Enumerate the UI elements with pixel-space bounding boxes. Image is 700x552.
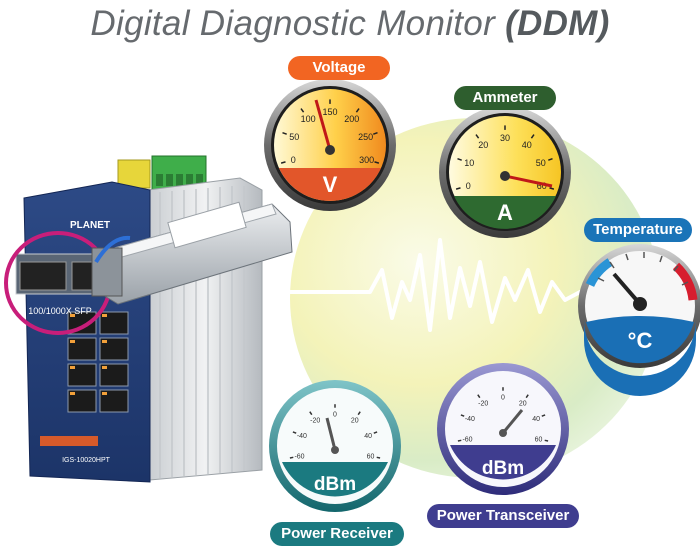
voltage-tick-mark — [373, 131, 378, 135]
transceiver-tick-mark — [477, 394, 481, 399]
receiver-tick-mark — [289, 456, 294, 459]
voltage-tick-label: 250 — [358, 132, 373, 142]
voltage-tick-label: 150 — [322, 107, 337, 117]
voltage-tick-label: 100 — [301, 114, 316, 124]
voltage-tick-label: 300 — [359, 155, 374, 165]
voltage-unit: V — [323, 172, 338, 197]
transceiver-tick-mark — [525, 394, 529, 399]
ammeter-tick-mark — [549, 187, 555, 190]
device-model: IGS-10020HPT — [62, 457, 111, 464]
power-transceiver-label: Power Transceiver — [427, 504, 579, 528]
ammeter-label: Ammeter — [454, 86, 556, 110]
receiver-unit: dBm — [314, 474, 356, 495]
transceiver-tick-mark — [457, 439, 462, 442]
transceiver-tick-label: 0 — [501, 394, 505, 401]
transceiver-unit: dBm — [482, 458, 524, 479]
ammeter-gauge: 0 10 20 30 40 50 60 A — [439, 106, 571, 238]
ammeter-tick-label: 30 — [500, 133, 510, 143]
transceiver-tick-label: -40 — [465, 416, 475, 423]
power-receiver-gauge: -60 -40 -20 0 20 40 60 dBm — [269, 380, 401, 512]
receiver-tick-mark — [357, 411, 361, 416]
industrial-switch — [4, 155, 263, 483]
receiver-tick-label: 20 — [351, 417, 359, 424]
sfp-module — [91, 201, 293, 305]
power-receiver-label: Power Receiver — [270, 522, 404, 546]
receiver-tick-label: -20 — [310, 417, 320, 424]
receiver-tick-mark — [292, 431, 297, 434]
ammeter-tick-label: 20 — [478, 140, 488, 150]
transceiver-tick-label: 20 — [519, 400, 527, 407]
page-title: Digital Diagnostic Monitor (DDM) — [0, 4, 700, 44]
ammeter-unit: A — [497, 200, 513, 225]
device-brand: PLANET — [70, 220, 110, 231]
voltage-tick-label: 50 — [289, 132, 299, 142]
ammeter-tick-label: 0 — [466, 181, 471, 191]
ammeter-tick-label: 50 — [536, 158, 546, 168]
sfp-port-label: 100/1000X SFP — [28, 306, 92, 316]
receiver-tick-label: 0 — [333, 411, 337, 418]
power-transceiver-gauge: -60 -40 -20 0 20 40 60 dBm — [437, 363, 569, 495]
voltage-tick-label: 0 — [291, 155, 296, 165]
voltage-tick-label: 200 — [344, 114, 359, 124]
transceiver-tick-label: 40 — [532, 416, 540, 423]
voltage-tick-mark — [374, 161, 380, 164]
voltage-label: Voltage — [288, 56, 390, 80]
transceiver-tick-label: 60 — [535, 437, 543, 444]
transceiver-tick-label: -20 — [478, 400, 488, 407]
ammeter-tick-mark — [475, 134, 480, 139]
ammeter-tick-label: 60 — [537, 181, 547, 191]
transceiver-tick-mark — [541, 414, 546, 417]
signal-wave — [285, 238, 640, 332]
voltage-tick-mark — [282, 131, 287, 135]
receiver-tick-mark — [373, 431, 378, 434]
title-accent: (DDM) — [505, 4, 610, 43]
ammeter-tick-mark — [455, 187, 461, 190]
voltage-tick-mark — [355, 108, 360, 113]
receiver-tick-label: 40 — [364, 433, 372, 440]
ammeter-tick-mark — [457, 157, 462, 161]
title-main: Digital Diagnostic Monitor — [90, 4, 506, 43]
ammeter-tick-label: 40 — [522, 140, 532, 150]
receiver-tick-label: -60 — [294, 454, 304, 461]
receiver-tick-label: 60 — [367, 454, 375, 461]
temperature-label: Temperature — [584, 218, 692, 242]
temperature-unit: °C — [628, 328, 653, 353]
receiver-tick-mark — [376, 456, 381, 459]
ammeter-tick-label: 10 — [464, 158, 474, 168]
temperature-gauge: °C — [578, 244, 700, 396]
transceiver-tick-label: -60 — [462, 437, 472, 444]
transceiver-tick-mark — [460, 414, 465, 417]
ammeter-tick-mark — [548, 157, 553, 161]
transceiver-tick-mark — [544, 439, 549, 442]
receiver-tick-mark — [309, 411, 313, 416]
voltage-tick-mark — [300, 108, 305, 113]
voltage-tick-mark — [280, 161, 286, 164]
receiver-tick-label: -40 — [297, 433, 307, 440]
ammeter-tick-mark — [530, 134, 535, 139]
